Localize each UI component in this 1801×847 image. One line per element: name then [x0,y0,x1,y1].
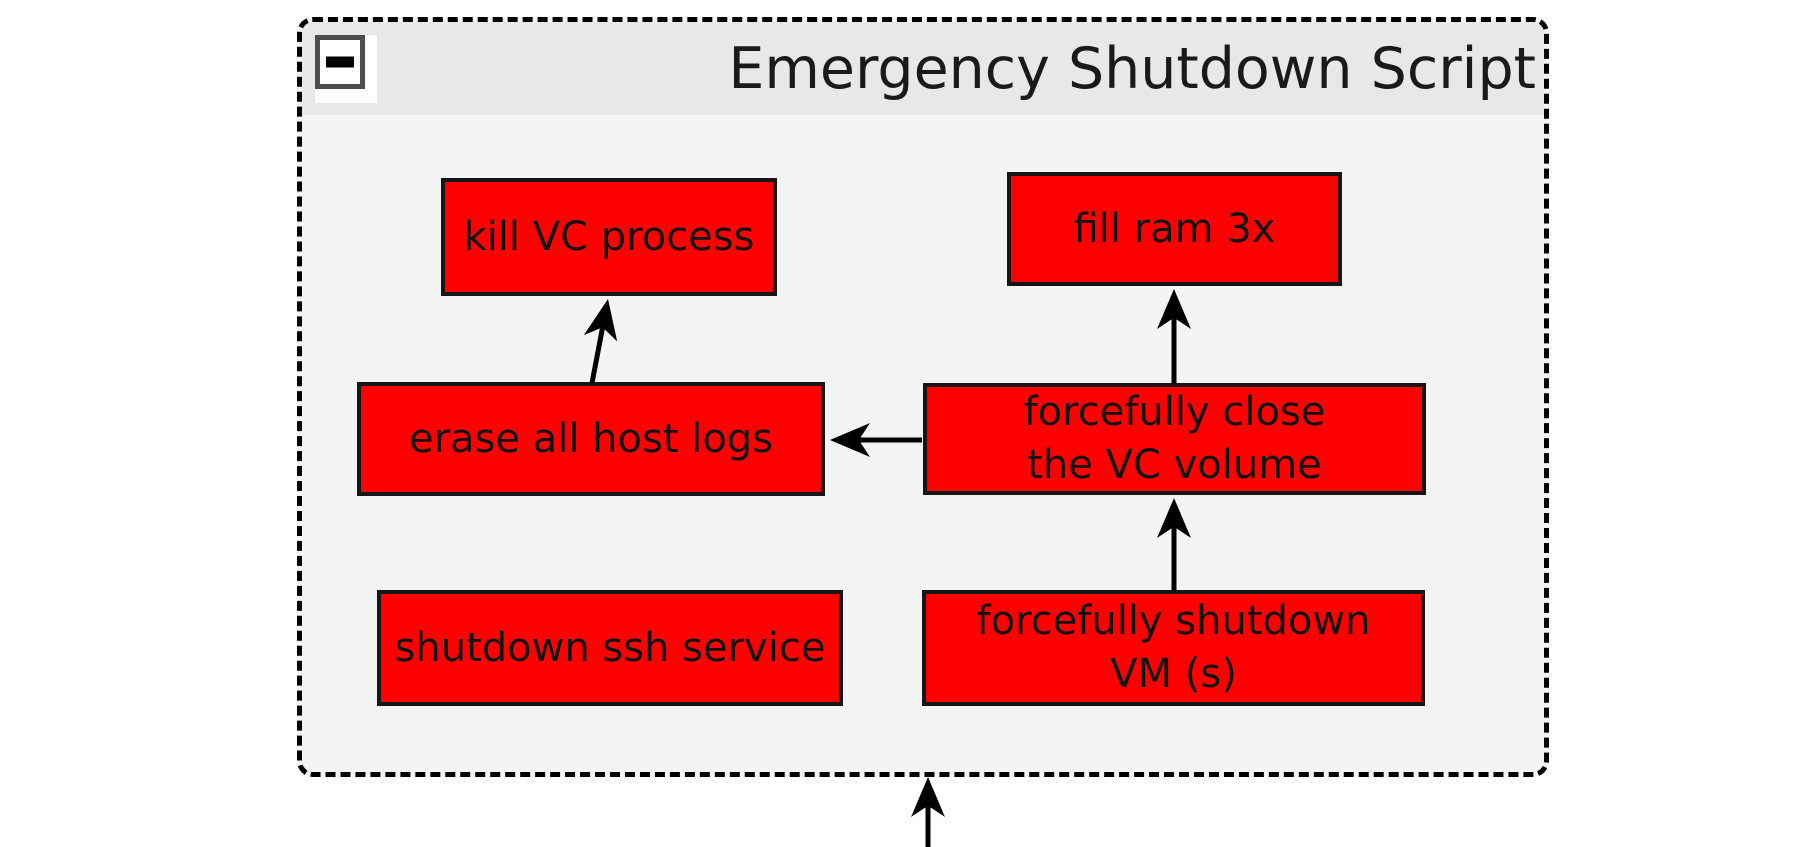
minus-icon [326,56,354,68]
node-label-line: erase all host logs [408,415,774,462]
arrowhead-icon [911,777,945,817]
edge-offscreen-bottom-to-cluster [911,777,945,847]
node-label-line: VM (s) [1110,651,1237,697]
collapse-button[interactable] [315,35,365,89]
node-shutdown-vm[interactable]: forcefully shutdown VM (s) [922,590,1425,706]
node-label-line: the VC volume [1027,442,1322,488]
node-label-line: fill ram 3x [1073,205,1276,252]
collapse-button-backing [315,35,377,103]
cluster-title-bar: Emergency Shutdown Script [302,22,1544,115]
node-erase-all-host-logs[interactable]: erase all host logs [357,382,825,496]
cluster-title: Emergency Shutdown Script [728,35,1536,102]
node-close-vc-volume[interactable]: forcefully close the VC volume [923,383,1426,495]
node-label-line: forcefully shutdown [976,598,1371,644]
node-fill-ram-3x[interactable]: fill ram 3x [1007,172,1342,286]
node-label-line: forcefully close [1023,389,1326,435]
node-label-line: kill VC process [463,213,755,260]
node-kill-vc-process[interactable]: kill VC process [441,178,777,296]
node-label-line: shutdown ssh service [394,624,826,671]
node-shutdown-ssh-service[interactable]: shutdown ssh service [377,590,843,706]
